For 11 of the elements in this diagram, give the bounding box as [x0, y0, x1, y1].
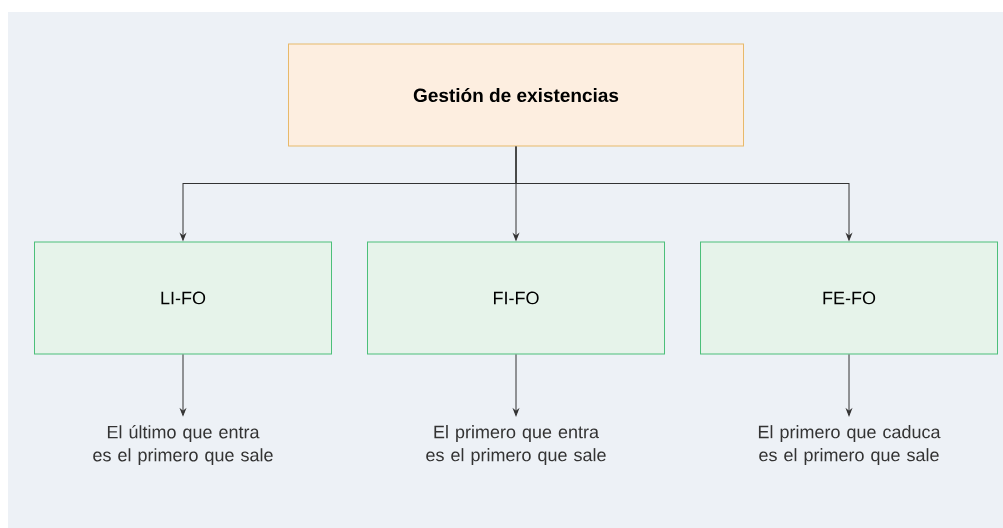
method-box: FE-FO: [700, 241, 998, 355]
arrow: [515, 146, 852, 241]
method-box: FI-FO: [367, 241, 665, 355]
description-text: El primero que entra es el primero que sale: [426, 425, 606, 465]
description-text: El primero que caduca es el primero que sale: [758, 425, 941, 465]
arrow: [180, 354, 186, 416]
title-box: Gestión de existencias: [288, 43, 744, 147]
method-box: LI-FO: [34, 241, 332, 355]
arrow: [846, 354, 852, 417]
description-text: El último que entra es el primero que sale: [93, 425, 273, 465]
arrow: [513, 354, 519, 417]
